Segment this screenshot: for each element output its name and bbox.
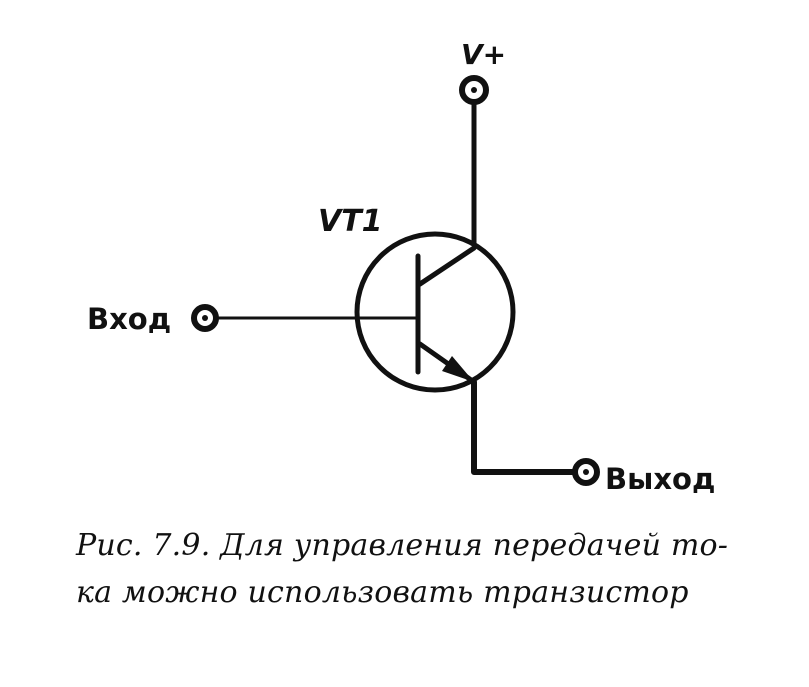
transistor-envelope <box>354 231 516 393</box>
transistor-vt1 <box>354 231 516 393</box>
collector-lead <box>417 245 477 287</box>
output-terminal <box>471 379 600 486</box>
supply-terminal <box>459 75 489 247</box>
caption-line-1: Рис. 7.9. Для управления передачей то- <box>76 528 729 563</box>
output-label: Выход <box>605 462 715 496</box>
input-label: Вход <box>87 302 171 336</box>
emitter-arrow <box>442 356 474 382</box>
output-wire <box>471 379 577 475</box>
supply-label: V+ <box>461 38 506 71</box>
figure-caption: Рис. 7.9. Для управления передачей то- к… <box>76 522 736 616</box>
transistor-label: VT1 <box>318 204 383 239</box>
input-terminal <box>191 304 420 332</box>
caption-line-2: ка можно использовать транзистор <box>76 575 689 610</box>
